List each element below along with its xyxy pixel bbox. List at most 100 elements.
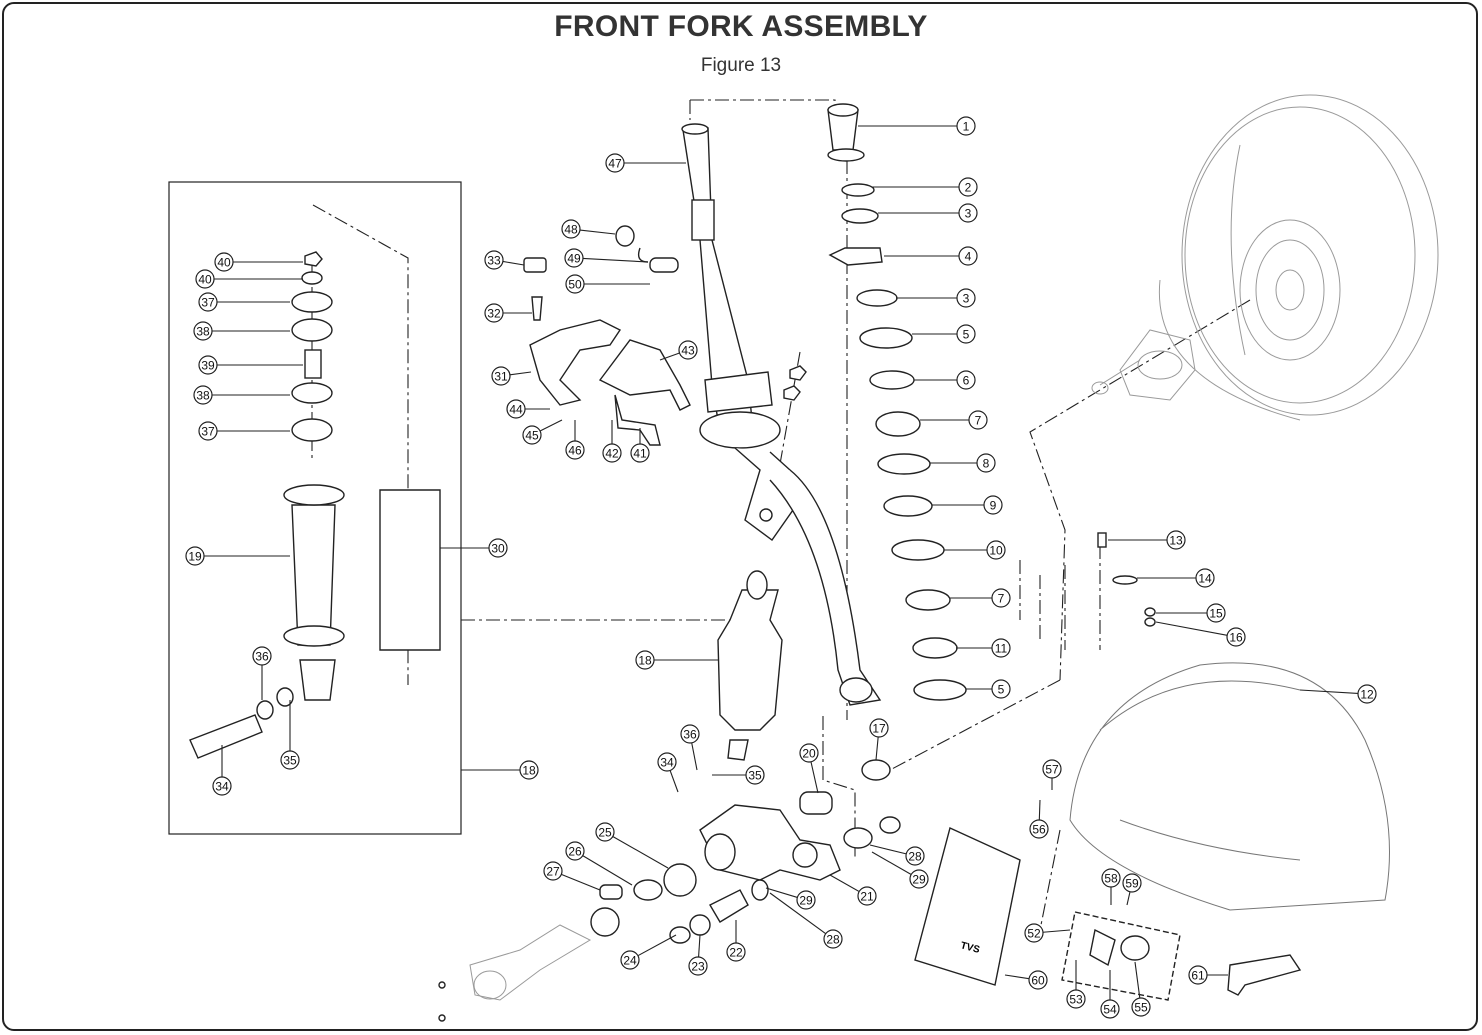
leader-line — [659, 352, 680, 361]
leader-line — [1134, 961, 1141, 999]
callout-number: 47 — [608, 157, 622, 171]
callout-number: 33 — [487, 254, 501, 268]
wheel-hub-axle — [1091, 329, 1196, 401]
callout-number: 39 — [201, 359, 215, 373]
callout-part-29: 29 — [871, 851, 929, 889]
callout-part-11: 11 — [956, 638, 1011, 658]
callout-part-52: 52 — [1024, 923, 1071, 943]
callout-circle — [635, 650, 655, 670]
callout-part-27: 27 — [543, 861, 601, 891]
callout-circle — [561, 219, 581, 239]
callout-part-57: 57 — [1042, 759, 1062, 790]
callout-part-34: 34 — [657, 752, 679, 793]
leader-line — [769, 892, 827, 935]
callout-circle — [657, 752, 677, 772]
callout-number: 29 — [799, 894, 813, 908]
callout-circle — [488, 538, 508, 558]
callout-part-48: 48 — [561, 219, 616, 239]
callout-circle — [956, 116, 976, 136]
leader-line — [509, 371, 532, 376]
callout-circle — [193, 385, 213, 405]
callout-number: 9 — [990, 499, 997, 513]
callout-circle — [193, 321, 213, 341]
callout-number: 14 — [1198, 572, 1212, 586]
callout-number: 37 — [201, 425, 215, 439]
callout-circle — [823, 929, 843, 949]
callout-circle — [796, 890, 816, 910]
callout-number: 17 — [872, 722, 886, 736]
callout-number: 35 — [283, 754, 297, 768]
callout-part-3: 3 — [896, 288, 976, 308]
callout-part-32: 32 — [484, 303, 532, 323]
mud-flap-logo-text: TVS — [959, 940, 981, 956]
callout-circle — [1028, 970, 1048, 990]
detail-shock-components — [189, 251, 441, 759]
headset-bearing-stack — [827, 103, 967, 701]
callout-part-14: 14 — [1137, 568, 1215, 588]
callout-part-38: 38 — [193, 385, 290, 405]
callout-number: 43 — [681, 344, 695, 358]
callout-part-44: 44 — [506, 399, 550, 419]
callout-circle — [280, 750, 300, 770]
rear-shock-absorber — [717, 570, 783, 761]
callout-part-45: 45 — [522, 419, 563, 445]
mud-flap-bracket — [1061, 911, 1302, 1001]
leader-line — [698, 934, 701, 958]
callout-number: 15 — [1209, 607, 1223, 621]
callout-circle — [1226, 627, 1246, 647]
steering-column — [681, 123, 882, 706]
callout-part-30: 30 — [440, 538, 508, 558]
callout-part-3: 3 — [878, 203, 978, 223]
callout-circle — [983, 495, 1003, 515]
callout-number: 38 — [196, 389, 210, 403]
callout-part-36: 36 — [680, 724, 700, 771]
callout-circle — [991, 679, 1011, 699]
callout-part-53: 53 — [1066, 960, 1086, 1009]
callout-circle — [680, 724, 700, 744]
callout-circle — [688, 956, 708, 976]
callout-part-34: 34 — [212, 745, 232, 796]
callout-number: 18 — [638, 654, 652, 668]
callout-number: 40 — [198, 273, 212, 287]
callout-circle — [745, 765, 765, 785]
callout-circle — [678, 340, 698, 360]
callout-number: 4 — [965, 250, 972, 264]
leader-line — [871, 851, 912, 875]
callout-circle — [1206, 603, 1226, 623]
callout-part-5: 5 — [966, 679, 1011, 699]
callout-number: 52 — [1027, 927, 1041, 941]
callout-number: 31 — [494, 370, 508, 384]
callout-number: 49 — [567, 252, 581, 266]
callout-part-46: 46 — [565, 420, 585, 460]
callout-circle — [1166, 530, 1186, 550]
leader-line — [637, 934, 677, 957]
callout-circle — [620, 950, 640, 970]
callout-part-20: 20 — [799, 743, 819, 794]
leader-line — [1038, 799, 1041, 821]
callout-circle — [630, 443, 650, 463]
fender-bolts — [1097, 532, 1156, 627]
callout-number: 23 — [691, 960, 705, 974]
callout-number: 26 — [568, 845, 582, 859]
callout-part-60: 60 — [1004, 970, 1048, 990]
callout-number: 54 — [1103, 1003, 1117, 1017]
callout-circle — [1357, 684, 1377, 704]
callout-circle — [991, 588, 1011, 608]
callout-number: 56 — [1032, 823, 1046, 837]
callout-part-25: 25 — [595, 822, 669, 869]
callout-number: 2 — [965, 181, 972, 195]
mud-flap: TVS — [914, 827, 1021, 986]
callout-number: 58 — [1104, 872, 1118, 886]
callout-part-49: 49 — [564, 248, 649, 268]
callout-part-47: 47 — [605, 153, 686, 173]
leader-line — [1299, 689, 1359, 695]
callout-number: 35 — [748, 769, 762, 783]
callout-part-16: 16 — [1155, 621, 1246, 647]
callout-number: 13 — [1169, 534, 1183, 548]
leader-line — [1155, 621, 1228, 636]
callout-part-39: 39 — [198, 355, 303, 375]
callout-number: 7 — [998, 592, 1005, 606]
callout-number: 60 — [1031, 974, 1045, 988]
